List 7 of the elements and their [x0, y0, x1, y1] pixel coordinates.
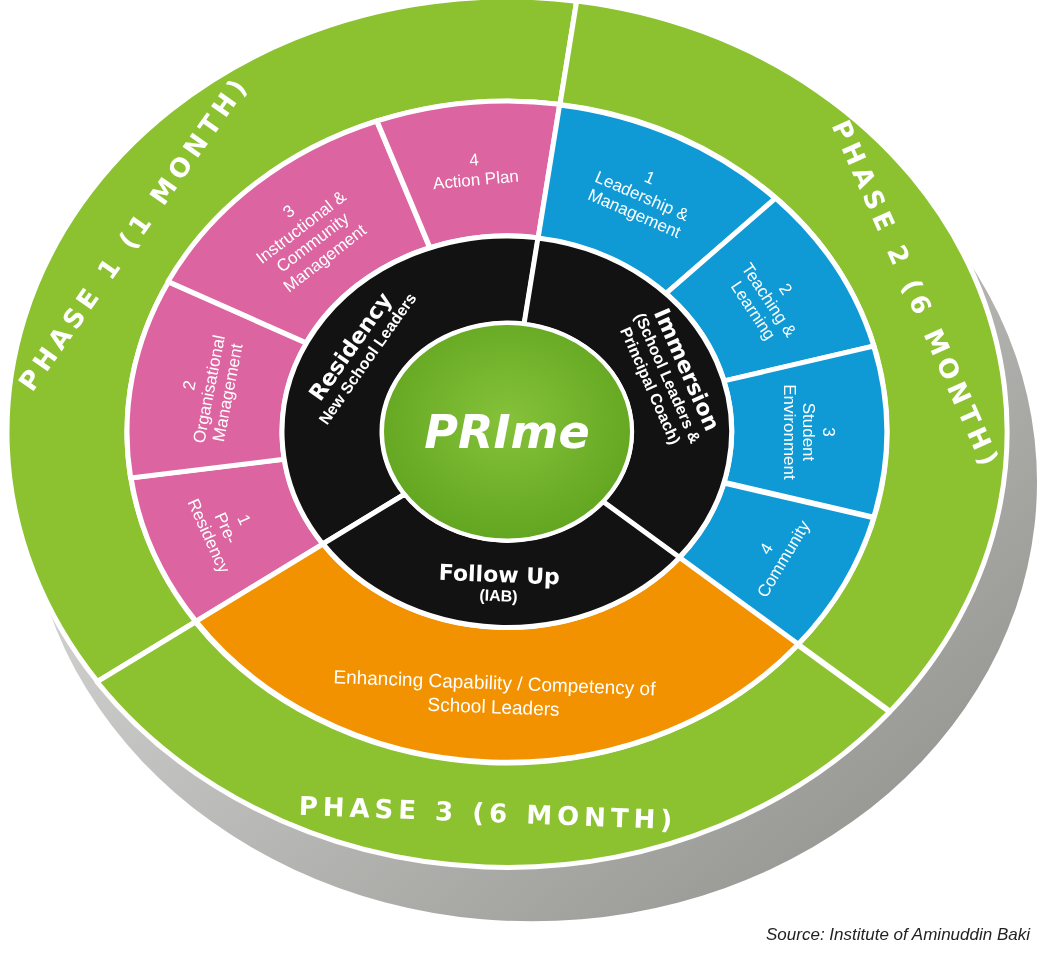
segment-number: 1: [232, 512, 255, 529]
segment-title: Enhancing Capability / Competency of School Leaders: [331, 665, 657, 722]
segment-number: 3: [819, 427, 839, 437]
source-note: Source: Institute of Aminuddin Baki: [766, 925, 1030, 945]
center-title: PRIme: [424, 405, 590, 459]
phase-label: PHASE 3 (6 MONTH): [298, 790, 678, 835]
segment-title: Student Environment: [780, 383, 820, 482]
